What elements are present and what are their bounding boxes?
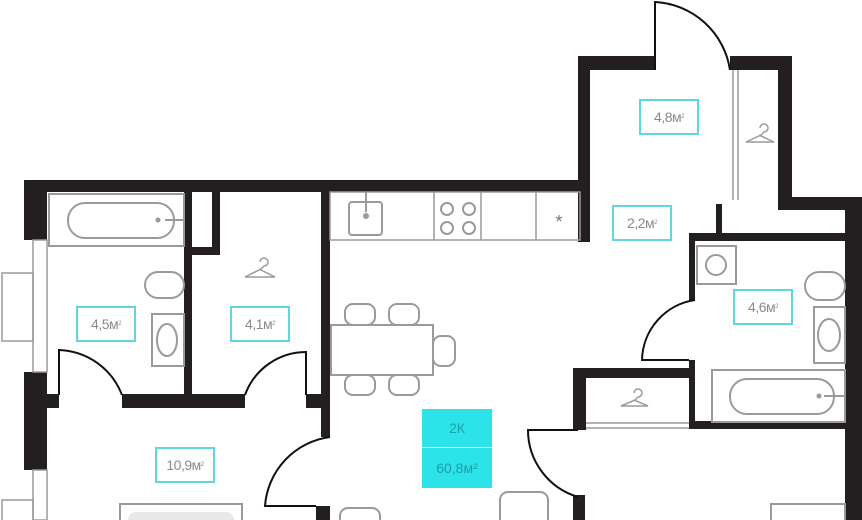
bed-icon <box>770 503 846 520</box>
total-area-badge: 60,8м² <box>422 448 492 488</box>
sofa-icon <box>499 491 549 520</box>
unit-sup: 2 <box>118 321 121 327</box>
area-text: 2,2м <box>627 215 655 231</box>
toilet-icon <box>144 271 185 299</box>
stove-icon <box>440 202 476 235</box>
bed-icon <box>119 503 243 520</box>
rooms-count-badge: 2К <box>422 409 492 447</box>
fixtures: * <box>48 70 846 520</box>
toilet-icon <box>804 271 846 301</box>
walls <box>24 56 862 520</box>
doors <box>58 0 731 507</box>
unit-sup: 2 <box>681 114 684 120</box>
unit-sup: 2 <box>654 220 657 226</box>
windows <box>1 239 48 520</box>
area-text: 4,8м <box>654 109 682 125</box>
dining-table-icon <box>330 303 456 396</box>
hanger-icon <box>244 257 276 278</box>
kitchen-counter <box>329 191 581 241</box>
unit-sup: 2 <box>775 304 778 310</box>
washing-machine-icon <box>696 245 737 285</box>
area-text: 4,6м <box>748 299 776 315</box>
area-text: 4,5м <box>91 316 119 332</box>
sink-icon <box>151 313 185 367</box>
area-text: 4,1м <box>245 316 273 332</box>
fridge-icon: * <box>555 212 562 232</box>
sink-icon <box>813 306 846 364</box>
hanger-icon <box>620 388 649 407</box>
unit-sup: 2 <box>272 321 275 327</box>
unit-sup: 2 <box>200 462 204 468</box>
area-text: 10,9м <box>166 457 201 473</box>
hanger-icon <box>745 123 775 143</box>
